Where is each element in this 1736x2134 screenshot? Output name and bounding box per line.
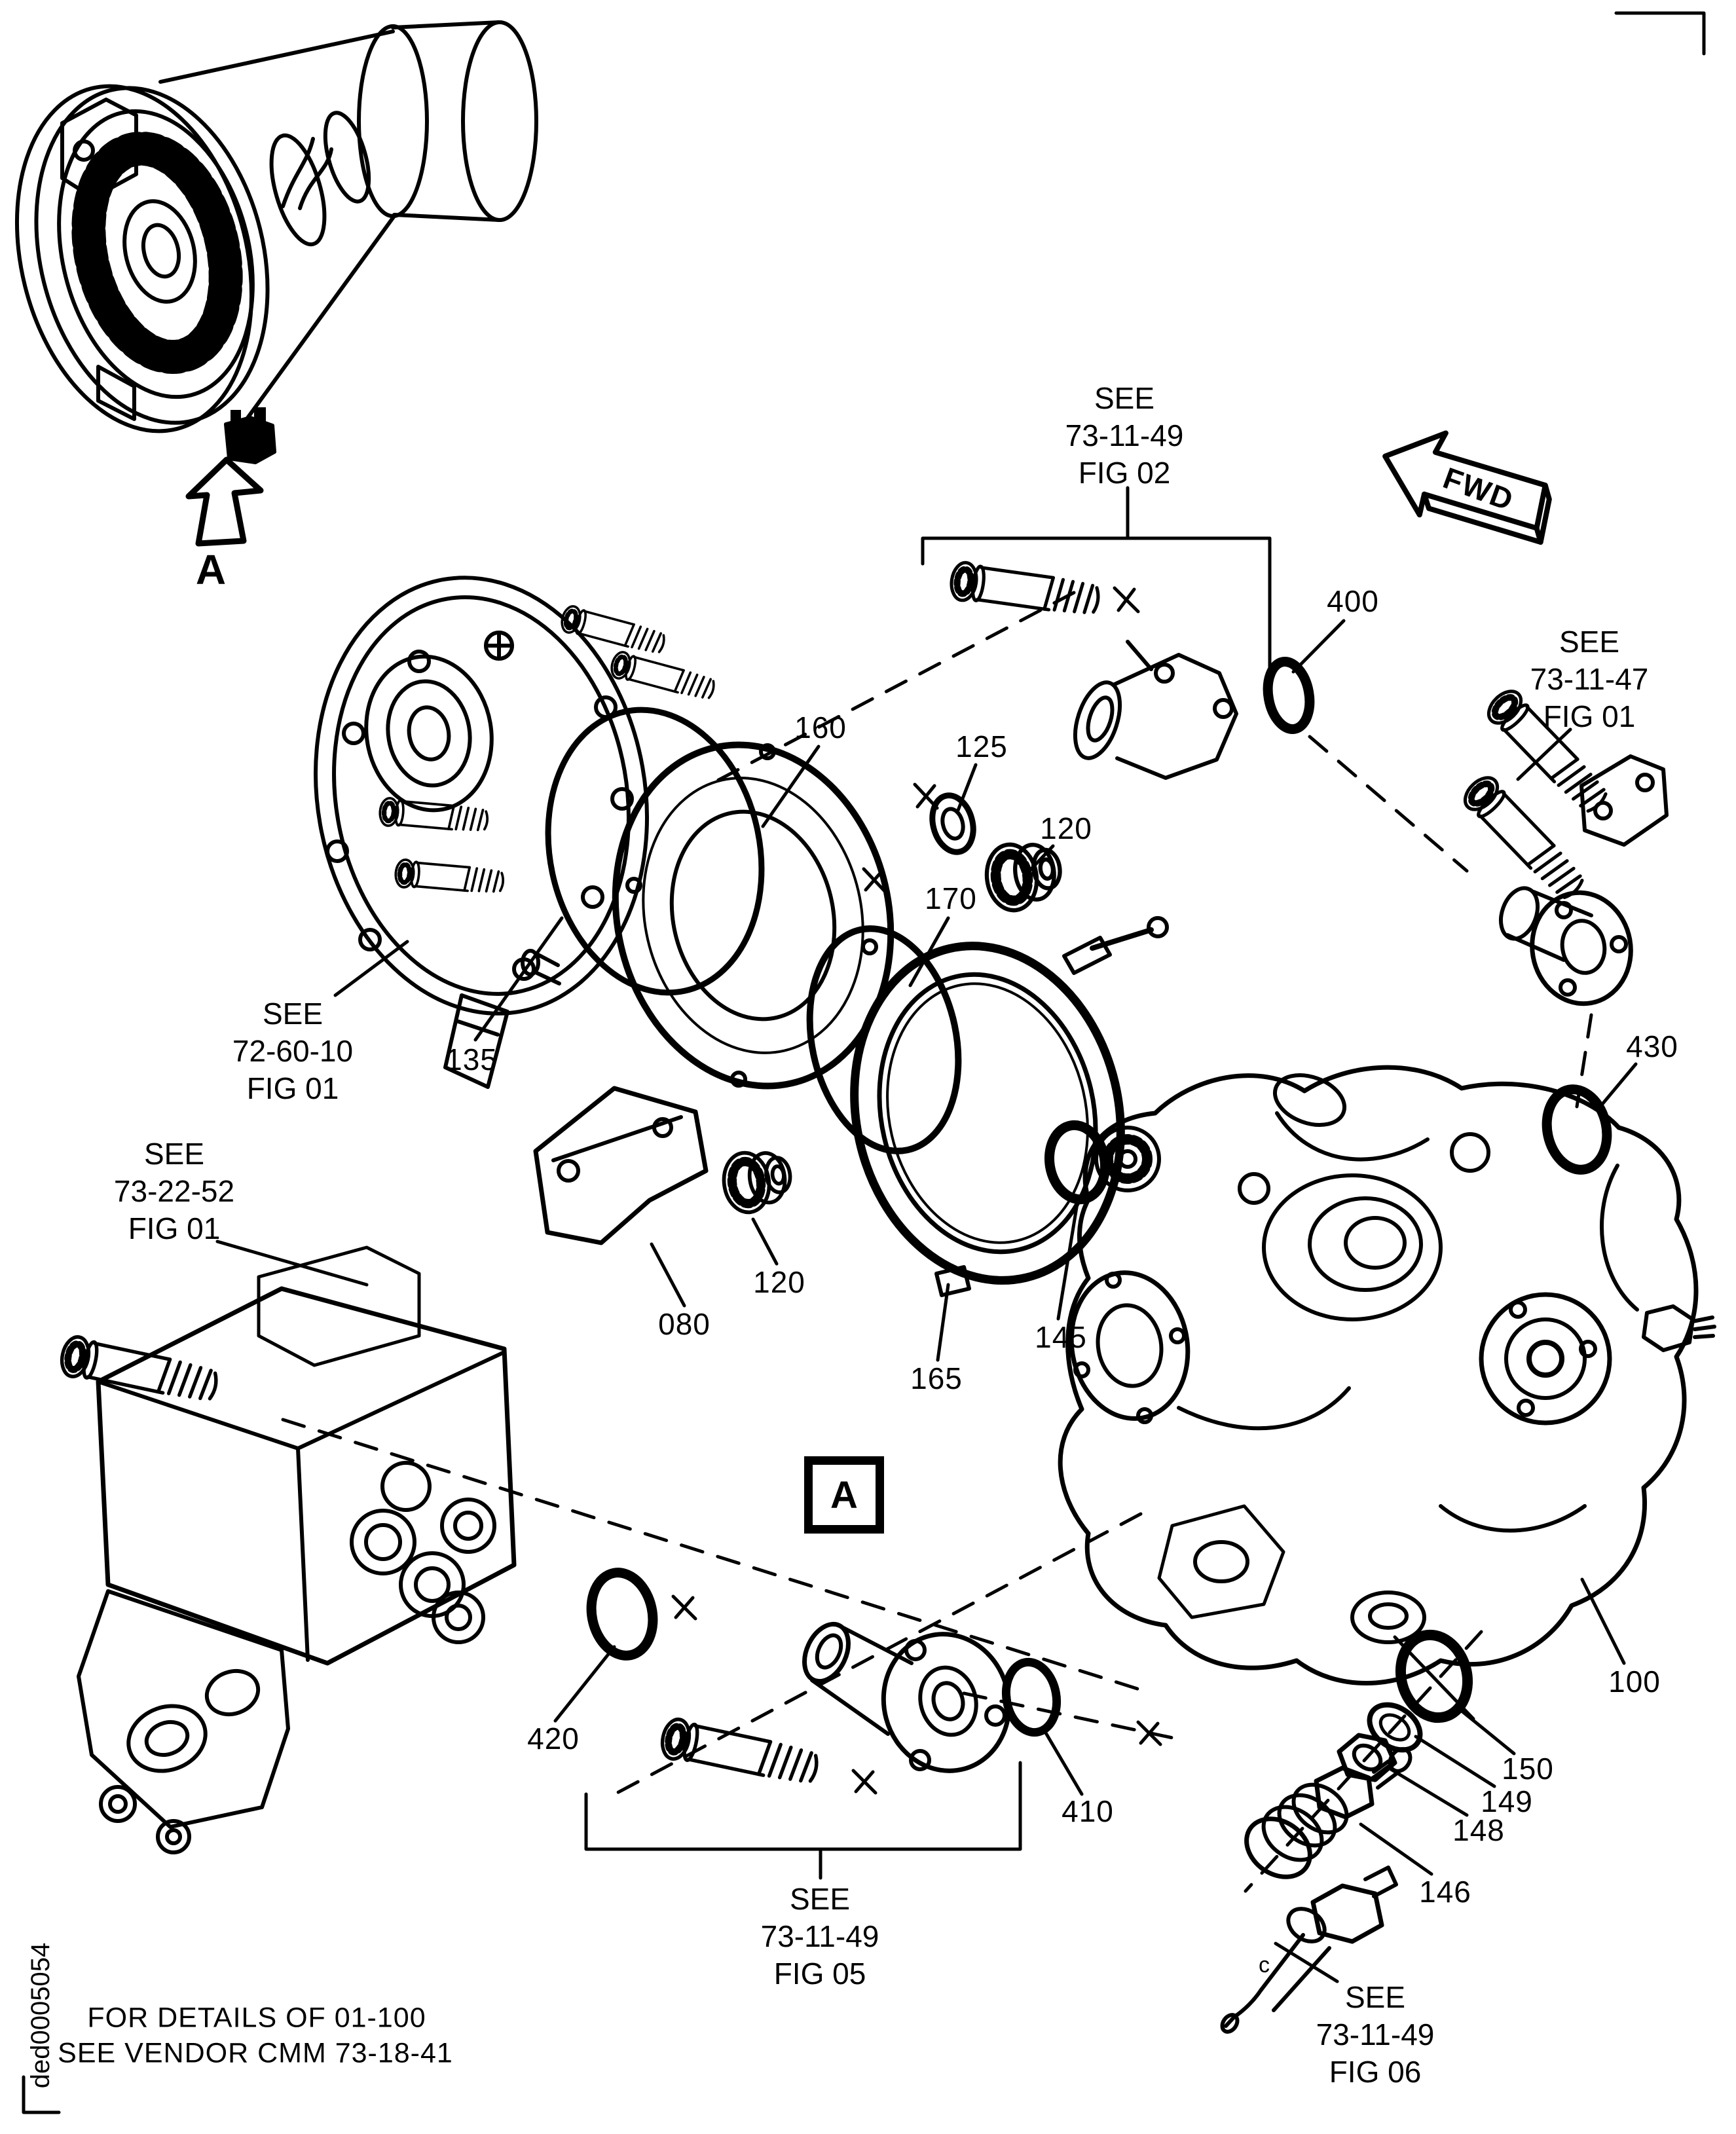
fig02-flange-fitting	[1073, 640, 1238, 780]
part-420-oring	[586, 1568, 658, 1661]
part-120-nut-lower	[720, 1147, 794, 1215]
fuel-control-unit	[58, 1245, 517, 1854]
fig05-reference-bracket	[584, 1761, 1022, 1880]
part-430-oring	[1542, 1084, 1612, 1175]
mount-plate	[314, 576, 716, 1089]
part-410-oring	[1001, 1657, 1062, 1737]
part-165-clamp	[850, 916, 1169, 1297]
detail-a-arrow	[185, 456, 264, 547]
part-120-nut-upper	[983, 838, 1065, 913]
part-080-bracket	[533, 1086, 709, 1245]
part-135-seal	[545, 707, 765, 996]
engine-overview-illustration	[14, 20, 538, 433]
part-170-oring	[806, 925, 962, 1154]
leader-lines	[215, 619, 1638, 1983]
fig06-sensor: c	[1220, 1866, 1398, 2034]
fwd-arrow: FWD	[1382, 430, 1552, 545]
part-160-ring	[612, 741, 895, 1090]
fig47-hardware	[1459, 685, 1669, 1006]
corner-mark-bottom-left	[22, 2075, 61, 2114]
fig02-bolt	[949, 561, 1100, 619]
fig02-reference-bracket	[921, 486, 1272, 705]
part-125-washer	[929, 792, 976, 855]
corner-mark-top-right	[1614, 11, 1706, 56]
sensor-c-mark: c	[1259, 1953, 1270, 1978]
part-100-fuel-pump	[1058, 1065, 1716, 1685]
part-146-fitting	[1244, 1747, 1413, 1879]
axis-tick-marks	[671, 586, 1162, 1795]
part-150-oring	[1393, 1629, 1475, 1723]
part-149-washer	[1367, 1702, 1423, 1753]
part-145-oring	[1044, 1120, 1111, 1205]
